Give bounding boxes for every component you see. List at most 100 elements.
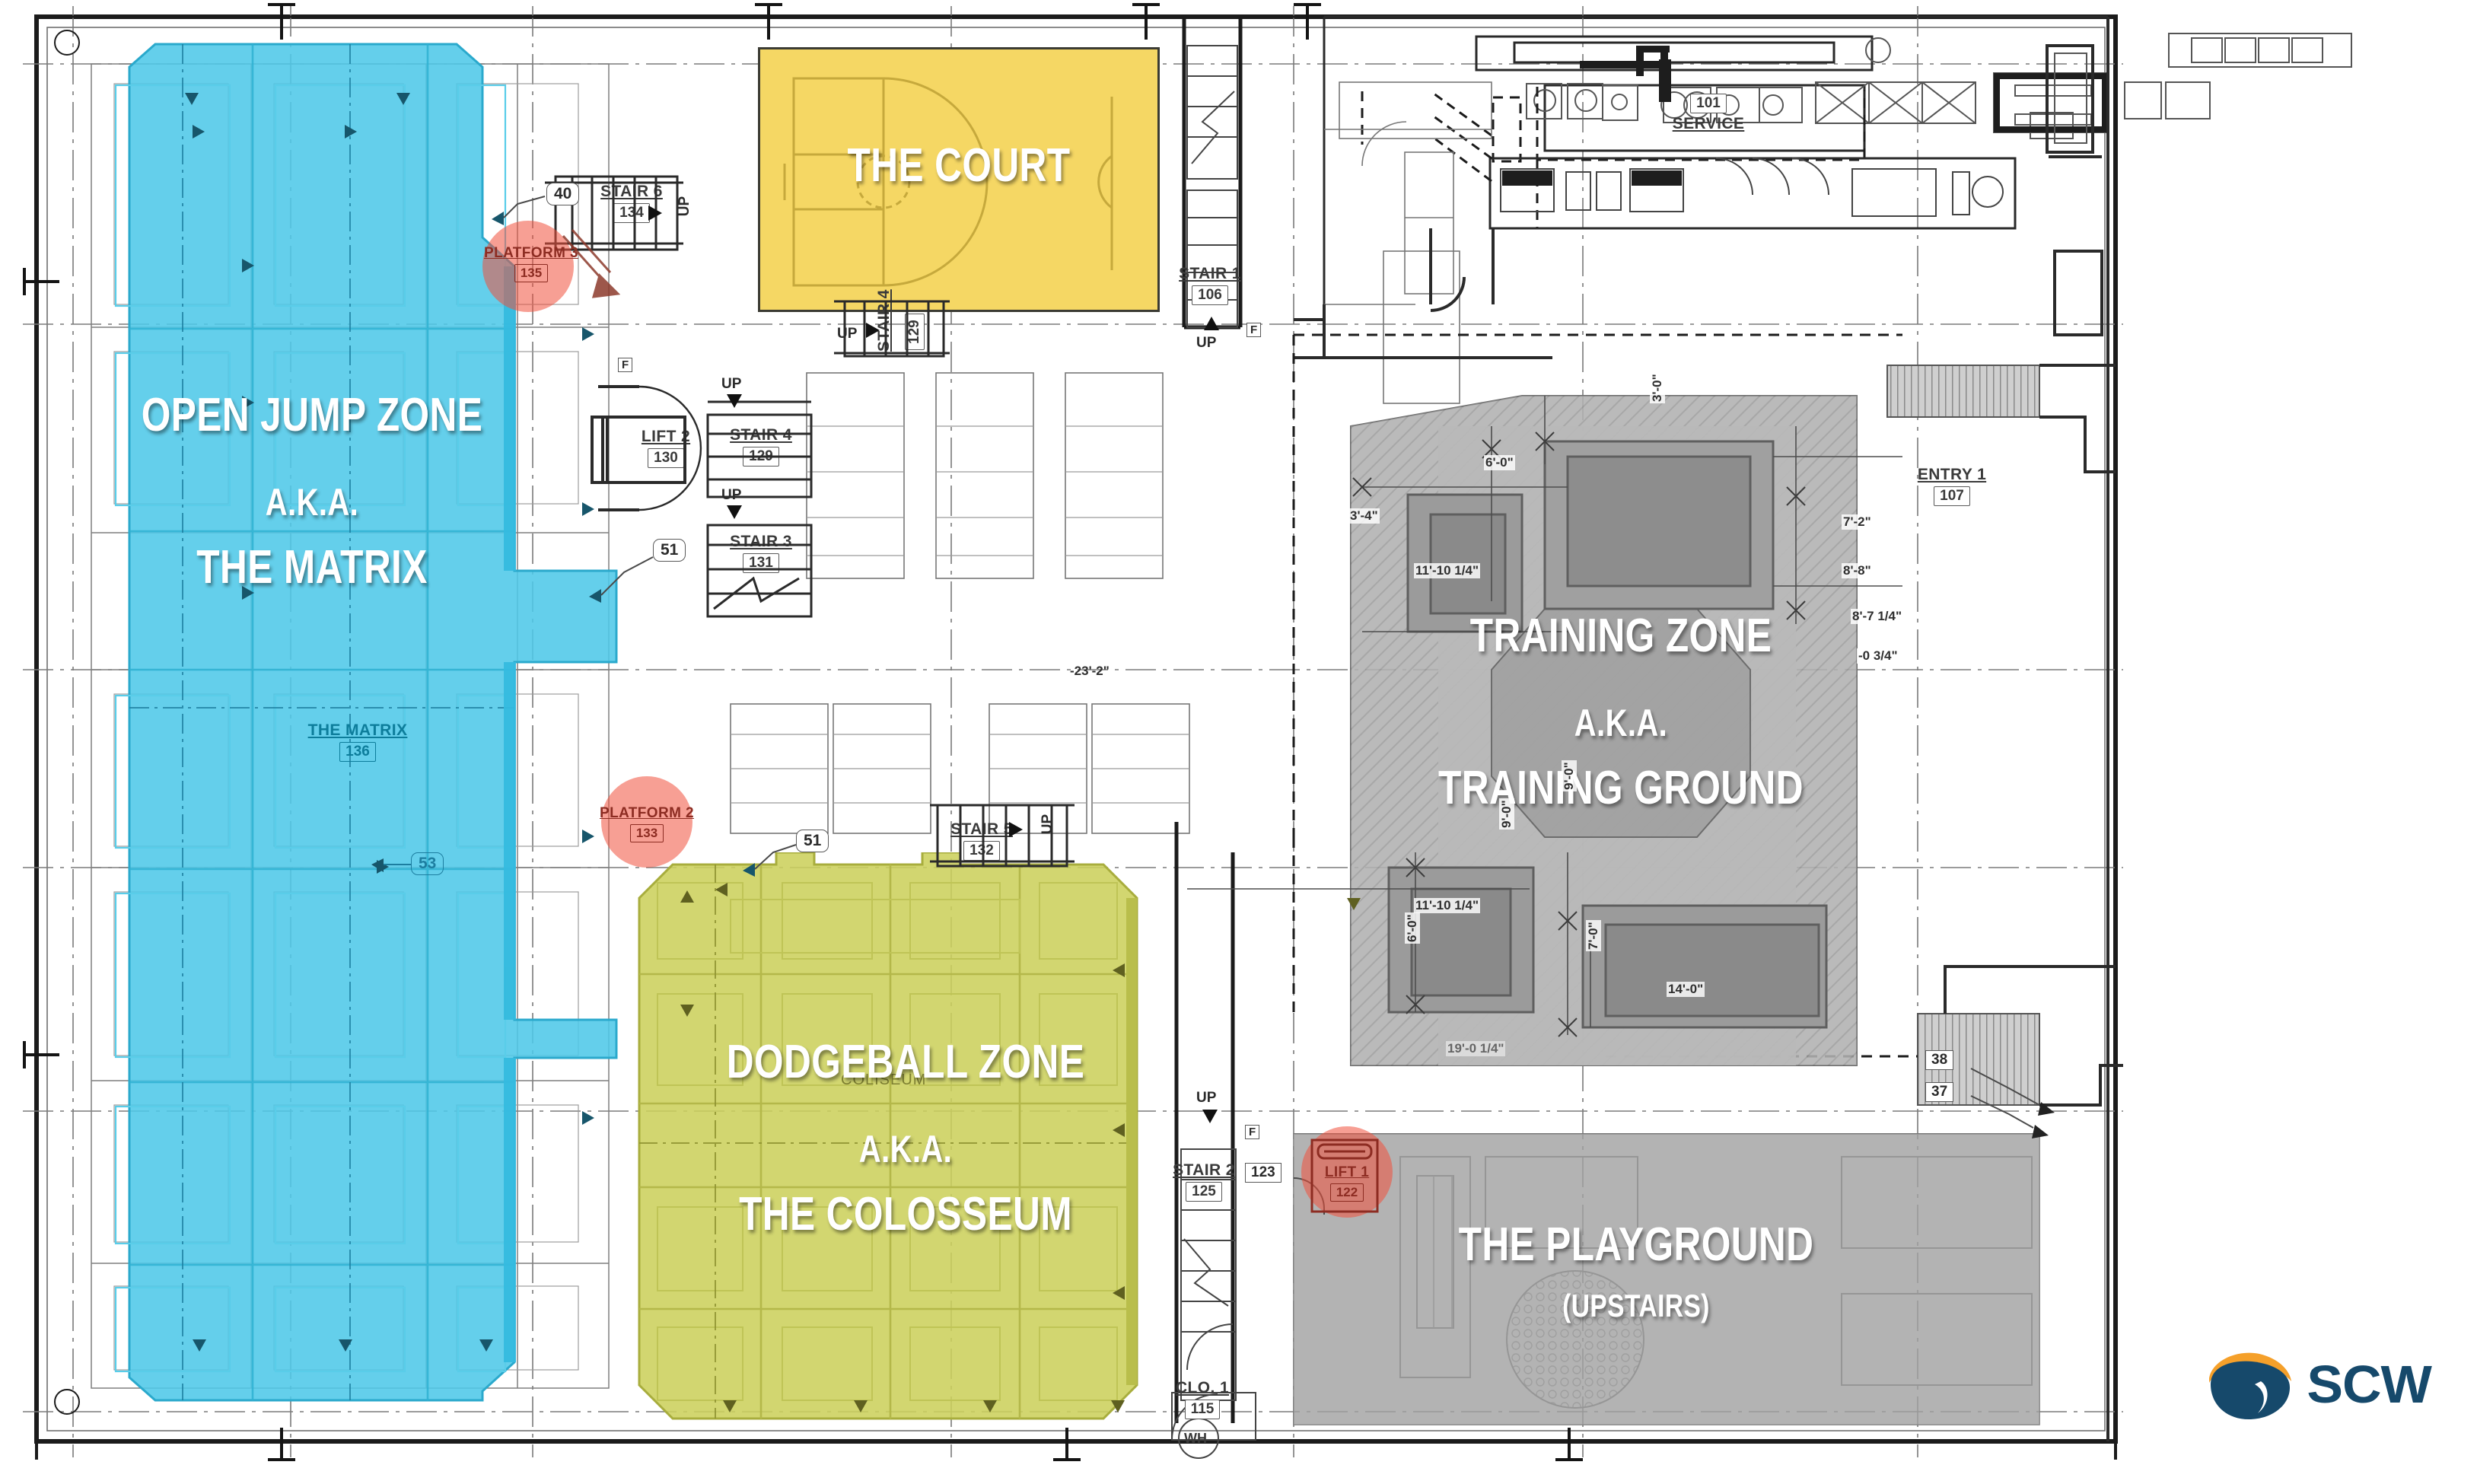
room-name: STAIR 2 (1173, 1161, 1235, 1179)
callout-bubble: 51 (796, 830, 829, 852)
room-name: SERVICE (1672, 115, 1745, 132)
direction-arrow (680, 1005, 694, 1017)
room-tag-stair-5: STAIR 5 132 (913, 820, 1050, 861)
dimension-label: 8'-8" (1842, 563, 1873, 578)
direction-arrow (242, 396, 254, 409)
direction-arrow (715, 883, 727, 896)
hotspot-platform-2[interactable] (601, 776, 692, 868)
room-number: 107 (1934, 486, 1970, 506)
direction-arrow (1113, 963, 1125, 977)
room-tag-entry-1: ENTRY 1 107 (1864, 466, 2039, 506)
direction-arrow (582, 502, 594, 516)
room-number: 136 (339, 742, 376, 762)
dimension-label: -23'-2" (1070, 664, 1110, 678)
direction-arrow (1111, 1400, 1125, 1412)
room-tag-clo-1: CLO. 1 115 (1141, 1379, 1263, 1419)
label-wh: WH (1184, 1431, 1207, 1446)
up-marker: UP (721, 487, 742, 503)
zone-court (758, 47, 1160, 312)
room-name: STAIR 6 (600, 183, 663, 200)
direction-arrow (854, 1400, 868, 1412)
direction-arrow (479, 1339, 493, 1352)
room-tag-stair-2: STAIR 2 125 (1135, 1161, 1272, 1202)
label-f: F (1245, 1125, 1260, 1139)
room-tag-service: 101 SERVICE (1621, 91, 1796, 133)
room-number: 115 (1184, 1400, 1221, 1419)
direction-arrow (242, 259, 254, 272)
room-name: PLATFORM 3 (484, 245, 578, 261)
callout-bubble: 123 (1245, 1163, 1281, 1183)
dimension-label: 7'-2" (1842, 514, 1873, 530)
room-name: CLO. 1 (1175, 1379, 1230, 1396)
dimension-label: 19'-0 1/4" (1446, 1041, 1506, 1056)
direction-arrow (1347, 898, 1361, 910)
direction-arrow (582, 327, 594, 341)
hotspot-platform-3[interactable] (482, 221, 574, 312)
room-name: PLATFORM 2 (600, 805, 694, 821)
callout-bubble: 53 (411, 852, 444, 875)
up-marker: UP (1196, 1090, 1217, 1106)
room-number: 133 (629, 824, 664, 842)
callout-bubble: 37 (1925, 1082, 1954, 1102)
direction-arrow (866, 323, 880, 338)
callout-bubble: 38 (1925, 1050, 1954, 1070)
room-number: 106 (1192, 285, 1228, 305)
label-f: F (1246, 323, 1262, 337)
zone-dodgeball-shape (638, 852, 1138, 1420)
underlay-room-coliseum: COLISEUM (841, 1072, 927, 1088)
dome-eye-icon (2208, 1352, 2291, 1419)
zone-playground (1294, 1134, 2039, 1425)
dimension-label: 14'-0" (1667, 982, 1705, 997)
up-marker: UP (1196, 335, 1217, 351)
dimension-label: 6'-0" (1484, 455, 1515, 470)
room-tag-lift-1: LIFT 1 122 (1278, 1164, 1415, 1202)
direction-arrow (648, 205, 662, 221)
room-number: 122 (1329, 1183, 1364, 1202)
direction-arrow (582, 830, 594, 843)
room-tag-stair-1: STAIR 1 106 (1141, 265, 1278, 305)
room-number: 135 (514, 264, 549, 282)
room-name: LIFT 2 (641, 428, 691, 445)
room-tag-lift-2: LIFT 2 130 (609, 428, 723, 468)
direction-arrow (193, 1339, 206, 1352)
room-name: STAIR 5 (950, 820, 1013, 838)
direction-arrow (396, 93, 410, 105)
direction-arrow (1113, 1286, 1125, 1300)
direction-arrow (727, 394, 742, 408)
direction-arrow (185, 93, 199, 105)
room-tag-platform-3: PLATFORM 3 135 (463, 245, 600, 282)
lift-1-cab (1310, 1138, 1379, 1213)
dimension-label: 11'-10 1/4" (1414, 563, 1480, 578)
direction-arrow (345, 125, 357, 139)
room-name: ENTRY 1 (1917, 466, 1987, 483)
room-name: LIFT 1 (1324, 1164, 1370, 1180)
dimension-label: 3'-4" (1348, 508, 1380, 524)
direction-arrow (727, 505, 742, 519)
room-tag-the-matrix: THE MATRIX 136 (274, 721, 441, 762)
direction-arrow (983, 1400, 997, 1412)
dimension-label: -0 3/4" (1857, 648, 1899, 664)
direction-arrow (1202, 1110, 1218, 1123)
direction-arrow (1204, 317, 1219, 330)
dimension-label: 8'-7 1/4" (1851, 609, 1904, 624)
room-number: 101 (1690, 94, 1727, 113)
platform-3-stair-run (562, 229, 621, 298)
up-marker: UP (837, 326, 858, 342)
callout-bubble: 51 (653, 539, 686, 562)
up-marker: UP (721, 376, 742, 392)
callout-bubble: 40 (546, 183, 580, 205)
room-name: STAIR 1 (1179, 265, 1241, 282)
dimension-label: 11'-10 1/4" (1414, 898, 1480, 913)
direction-arrow (1113, 1123, 1125, 1137)
direction-arrow (193, 125, 205, 139)
scw-logo: SCW (2205, 1348, 2432, 1421)
direction-arrow (339, 1339, 352, 1352)
label-f: F (618, 358, 633, 372)
direction-arrow (242, 586, 254, 600)
room-number: 130 (648, 448, 684, 468)
direction-arrow (680, 890, 694, 903)
logo-wordmark: SCW (2307, 1355, 2432, 1414)
room-tag-platform-2: PLATFORM 2 133 (578, 805, 715, 842)
direction-arrow (1009, 822, 1023, 837)
